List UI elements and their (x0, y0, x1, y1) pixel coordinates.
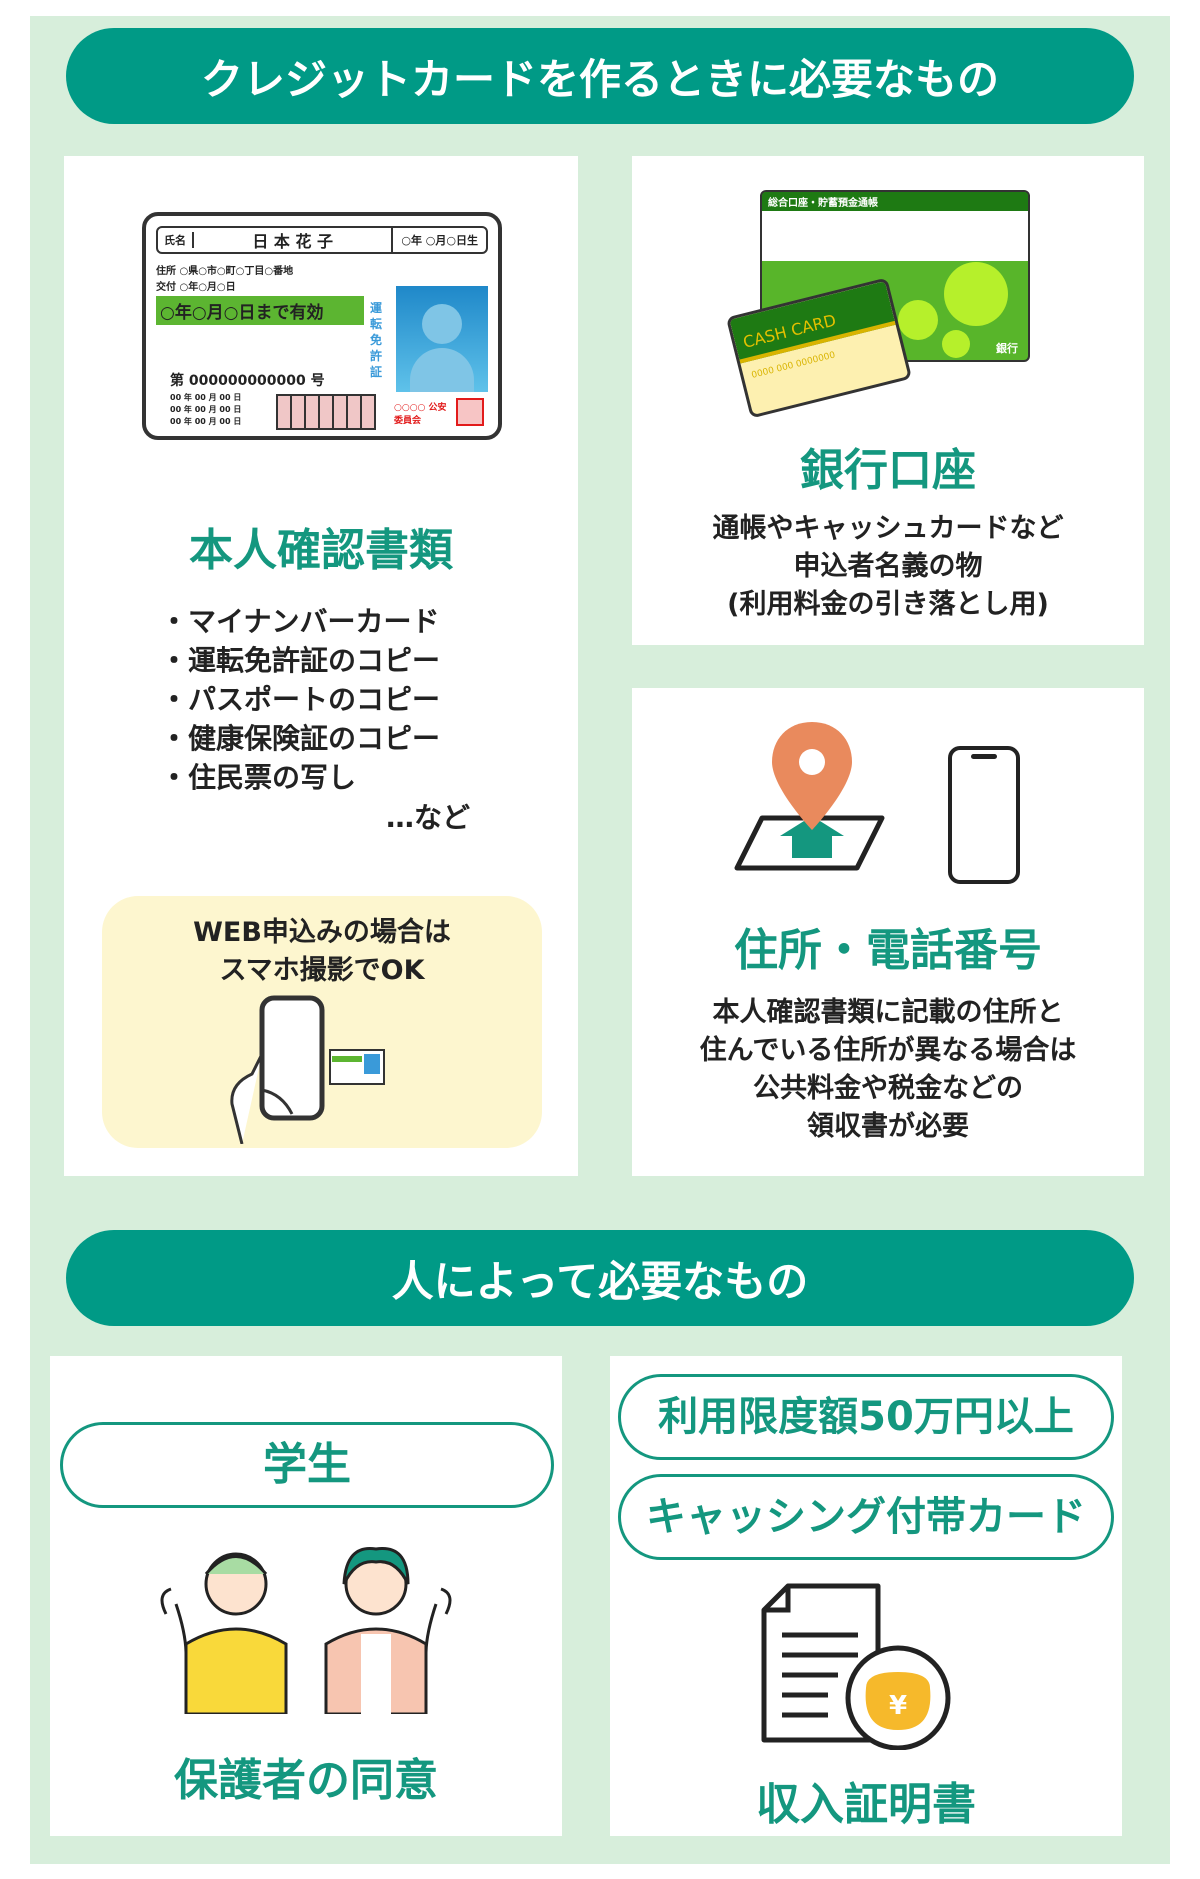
bank-desc-line: 通帳やキャッシュカードなど (712, 513, 1064, 544)
smartphone-icon (948, 746, 1020, 884)
note-line: スマホ撮影でOK (219, 955, 425, 986)
income-document-icon: ¥ (761, 1583, 951, 1750)
license-date: 00 年 00 月 00 日 (170, 417, 242, 426)
address-desc-line: 住んでいる住所が異なる場合は (699, 1035, 1077, 1066)
income-panel: 利用限度額50万円以上 キャッシング付帯カード ¥ 収入証明書 (610, 1356, 1122, 1836)
drivers-license-illustration: 氏名 日 本 花 子 ○年 ○月○日生 住所 ○県○市○町○丁目○番地 交付 ○… (142, 212, 502, 440)
license-seal (456, 398, 484, 426)
id-documents-panel: 氏名 日 本 花 子 ○年 ○月○日生 住所 ○県○市○町○丁目○番地 交付 ○… (64, 156, 578, 1176)
license-name: 日 本 花 子 (194, 228, 394, 252)
license-name-label: 氏名 (158, 232, 194, 248)
yen-symbol: ¥ (889, 1691, 907, 1721)
address-phone-panel: 住所・電話番号 本人確認書類に記載の住所と 住んでいる住所が異なる場合は 公共料… (632, 688, 1144, 1176)
note-line: WEB申込みの場合は (193, 917, 451, 948)
bank-desc-line: (利用料金の引き落とし用) (727, 589, 1049, 620)
license-issue: ○年○月○日 (179, 282, 236, 293)
address-title: 住所・電話番号 (734, 925, 1042, 976)
bank-desc-line: 申込者名義の物 (793, 551, 983, 582)
bank-account-panel: 総合口座・貯蓄預金通帳 銀行 CASH CARD 0000 000 000000… (632, 156, 1144, 645)
address-desc-line: 公共料金や税金などの (753, 1073, 1023, 1104)
license-issue-label: 交付 (156, 282, 176, 293)
license-number: 第 000000000000 号 (170, 373, 325, 389)
license-category-grid (276, 394, 376, 430)
id-doc-item: ・住民票の写し (160, 761, 357, 794)
license-photo (396, 286, 488, 392)
id-doc-item: ・健康保険証のコピー (160, 722, 441, 755)
license-issuer: ○○○○ 公安委員会 (394, 403, 447, 426)
license-date: 00 年 00 月 00 日 (170, 405, 242, 414)
bank-title: 銀行口座 (800, 445, 976, 496)
address-desc-line: 領収書が必要 (807, 1111, 969, 1142)
id-doc-item: ・パスポートのコピー (160, 683, 441, 716)
license-vertical-label: 運転免許証 (370, 301, 383, 379)
section-header-required: クレジットカードを作るときに必要なもの (66, 28, 1134, 124)
section-header-conditional: 人によって必要なもの (66, 1230, 1134, 1326)
license-addr: ○県○市○町○丁目○番地 (179, 266, 294, 277)
student-panel: 学生 保護者の同意 (50, 1356, 562, 1836)
address-desc-line: 本人確認書類に記載の住所と (712, 997, 1064, 1028)
web-application-note: WEB申込みの場合はスマホ撮影でOK (102, 896, 542, 1148)
parents-illustration (160, 1546, 452, 1714)
license-date: 00 年 00 月 00 日 (170, 393, 242, 402)
passbook-title: 総合口座・貯蓄預金通帳 (762, 192, 1028, 211)
id-docs-etc: …など (386, 801, 471, 834)
id-docs-title: 本人確認書類 (189, 525, 453, 576)
student-requirement-title: 保護者の同意 (174, 1755, 438, 1806)
credit-limit-tag: 利用限度額50万円以上 (618, 1374, 1114, 1460)
license-addr-label: 住所 (156, 266, 176, 277)
id-doc-item: ・マイナンバーカード (160, 605, 440, 638)
passbook-bank-label: 銀行 (996, 342, 1018, 355)
income-proof-title: 収入証明書 (756, 1779, 976, 1830)
home-location-pin-icon (734, 722, 885, 871)
cash-card-illustration: CASH CARD 0000 000 0000000 (725, 277, 913, 419)
cashing-card-tag: キャッシング付帯カード (618, 1474, 1114, 1560)
student-tag: 学生 (60, 1422, 554, 1508)
id-doc-item: ・運転免許証のコピー (160, 644, 441, 677)
license-birth: ○年 ○月○日生 (401, 234, 478, 247)
smartphone-photo-icon (230, 995, 385, 1144)
license-valid: ○年○月○日まで有効 (156, 296, 364, 325)
